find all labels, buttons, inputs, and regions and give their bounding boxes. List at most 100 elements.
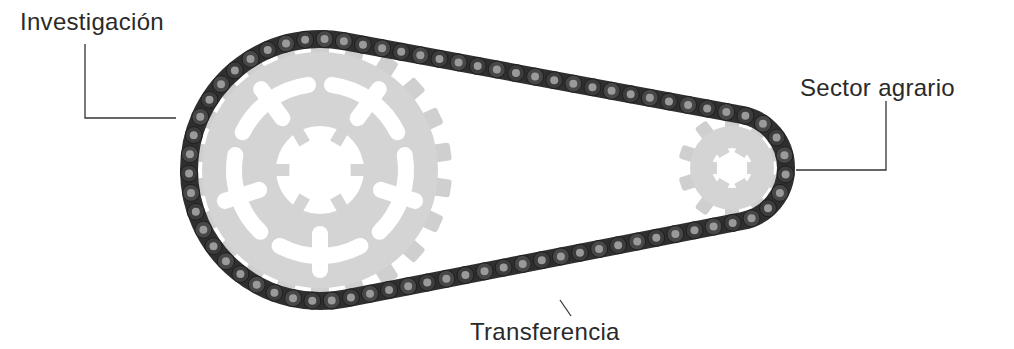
chain-pin [196, 113, 204, 121]
chain-link [724, 214, 741, 231]
chain-link [667, 226, 684, 243]
chain-link [266, 284, 283, 301]
chain-pin [205, 96, 213, 104]
spline-notch [747, 162, 754, 174]
chain-pin [366, 290, 374, 298]
chain-pin [627, 90, 635, 98]
chain-pin [247, 55, 255, 63]
chain-link [242, 50, 259, 67]
chain-pin [474, 62, 482, 70]
chain-pin [759, 120, 767, 128]
chain-pin [435, 55, 443, 63]
sprocket-body [690, 126, 774, 210]
chain-pin [289, 294, 297, 302]
chain-link [248, 276, 265, 293]
sprocket-arc-slot [280, 246, 361, 256]
chain-pin [782, 170, 790, 178]
chain-pin [217, 80, 225, 88]
chain-pin [378, 44, 386, 52]
chain-link [718, 104, 735, 121]
chain-pin [764, 204, 772, 212]
chain-pin [461, 271, 469, 279]
chain-pin [550, 76, 558, 84]
chain-link [226, 62, 243, 79]
leader-lines [85, 44, 886, 316]
chain-link [195, 221, 212, 238]
spline-notch [716, 146, 730, 158]
chain-link [648, 229, 665, 246]
chain-pin [270, 289, 278, 297]
chain-pin [455, 58, 463, 66]
chain-pin [776, 189, 784, 197]
chain-link [183, 184, 200, 201]
chain-link [187, 203, 204, 220]
chain-link [743, 210, 760, 227]
chain-link [680, 96, 697, 113]
chain-pin [481, 267, 489, 275]
chain-pin [665, 97, 673, 105]
chain-pin [729, 219, 737, 227]
sprocket-arc-slot [380, 155, 406, 232]
chain-link [565, 75, 582, 92]
chain-pin [397, 48, 405, 56]
chain-pin [236, 270, 244, 278]
chain-link [514, 255, 531, 272]
chain-pin [671, 230, 679, 238]
chain-pin [308, 297, 316, 305]
chain-band [189, 39, 786, 301]
chain-link [641, 89, 658, 106]
chain-link [431, 50, 448, 67]
chain-pin [646, 94, 654, 102]
chain-link [495, 259, 512, 276]
callout-label: Transferencia [470, 318, 620, 346]
chain-pin [190, 131, 198, 139]
chain-pin [282, 39, 290, 47]
chain-pin [187, 189, 195, 197]
chain-link [760, 200, 777, 217]
chain-pin [328, 296, 336, 304]
chain-link [776, 147, 793, 164]
spline-notch [716, 178, 730, 190]
chain-pin [186, 150, 194, 158]
chain-link [304, 292, 321, 309]
chain-pin [633, 238, 641, 246]
chain-pin [264, 46, 272, 54]
chain-link [412, 47, 429, 64]
chain-link [181, 146, 198, 163]
sprocket-arc-slot [234, 155, 260, 232]
chain-link [205, 238, 222, 255]
chain-link [419, 274, 436, 291]
chain-link [686, 222, 703, 239]
chain-link [450, 54, 467, 71]
chain-pin [557, 252, 565, 260]
chain-pin [773, 134, 781, 142]
chain-link [546, 72, 563, 89]
chain-link [603, 82, 620, 99]
chain-link [362, 285, 379, 302]
chain-link [771, 184, 788, 201]
chain-link [527, 68, 544, 85]
chain-link [552, 248, 569, 265]
chain-pin [576, 249, 584, 257]
chain-link [213, 76, 230, 93]
leader-line [560, 300, 571, 316]
spline-notch [710, 162, 717, 174]
spline-notch [734, 178, 748, 190]
chain-pin [595, 245, 603, 253]
chain-link [533, 252, 550, 269]
chain-pin [722, 108, 730, 116]
chain-link [393, 43, 410, 60]
chain-link [699, 100, 716, 117]
chain-pin [385, 286, 393, 294]
spline-notch [292, 194, 310, 213]
chain-pin [192, 208, 200, 216]
chain-links [181, 31, 795, 310]
chain-link [285, 290, 302, 307]
chain-link [259, 41, 276, 58]
chain-pin [710, 223, 718, 231]
leader-line [85, 44, 176, 118]
chain-pin [185, 170, 193, 178]
callout-label: Sector agrario [800, 74, 955, 102]
sprocket-body [202, 52, 438, 288]
